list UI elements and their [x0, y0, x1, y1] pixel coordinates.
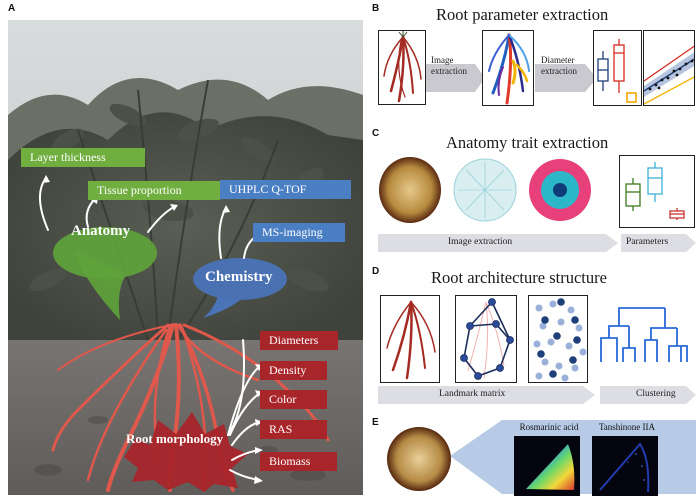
bar-parameters: Parameters [626, 237, 669, 247]
panel-a-letter: A [8, 3, 16, 14]
colored-root-image [488, 33, 530, 105]
field-photo: Layer thickness Tissue proportion UHPLC … [8, 20, 363, 495]
bar-landmark-matrix: Landmark matrix [439, 389, 506, 399]
tag-diameters: Diameters [260, 331, 338, 350]
anatomy-bubble [53, 227, 157, 279]
image-extraction-arrow [423, 64, 485, 92]
chemistry-bubble [193, 258, 287, 300]
step-image-extraction: Image extraction [431, 55, 467, 76]
tag-density: Density [260, 361, 327, 380]
tag-biomass: Biomass [260, 452, 337, 471]
bar-image-extraction: Image extraction [448, 237, 513, 247]
label-tanshinone-iia: Tanshinone IIA [598, 422, 656, 432]
panel-b-flow [423, 64, 597, 92]
panel-b-letter: B [372, 3, 380, 14]
landmark-scatter-frame [528, 295, 588, 383]
label-anatomy: Anatomy [71, 223, 131, 239]
regression-chart [644, 45, 694, 105]
tag-tissue-proportion: Tissue proportion [88, 181, 220, 200]
parameter-boxplot-frame [619, 155, 695, 228]
boxplot-frame [593, 30, 642, 106]
label-chemistry: Chemistry [205, 269, 273, 285]
tag-uhplc-q-tof: UHPLC Q-TOF [220, 180, 351, 199]
diameter-extraction-arrow [535, 64, 597, 92]
landmark-graph-frame [455, 295, 517, 383]
parameter-boxplot [625, 162, 685, 220]
imaging-root-section [387, 427, 451, 491]
landmark-scatter [533, 298, 587, 382]
boxplot-chart [597, 39, 637, 103]
tag-layer-thickness: Layer thickness [21, 148, 145, 167]
tag-ras: RAS [260, 420, 327, 439]
label-root-morphology: Root morphology [126, 431, 224, 446]
anatomy-cross-sections [379, 157, 591, 223]
tag-ms-imaging: MS-imaging [253, 223, 345, 242]
colored-root-frame [482, 30, 534, 106]
chemistry-bubble-tail [203, 297, 240, 318]
bar-clustering: Clustering [636, 389, 676, 399]
landmark-root-image [386, 300, 436, 380]
panel-c-bars [378, 234, 696, 252]
landmark-graph [460, 298, 514, 380]
label-rosmarinic-acid: Rosmarinic acid [519, 422, 579, 432]
root-cross-section [379, 157, 441, 223]
panel-c-title: Anatomy trait extraction [446, 133, 609, 152]
landmark-root-frame [380, 295, 440, 383]
regression-frame [643, 30, 695, 106]
panel-d-letter: D [372, 266, 380, 277]
panel-e-imaging [387, 420, 696, 496]
panel-c-letter: C [372, 128, 380, 139]
root-morphology-burst [124, 412, 248, 492]
panel-d-bars [378, 386, 696, 404]
root-image-frame [378, 30, 426, 105]
root-image [383, 31, 422, 103]
panel-d-title: Root architecture structure [431, 268, 607, 287]
panel-b-title: Root parameter extraction [436, 5, 609, 24]
tag-color: Color [260, 390, 327, 409]
panel-e-letter: E [372, 417, 379, 428]
clustering-dendrogram [600, 307, 688, 362]
step-diameter-extraction: Diameter extraction [541, 55, 577, 76]
